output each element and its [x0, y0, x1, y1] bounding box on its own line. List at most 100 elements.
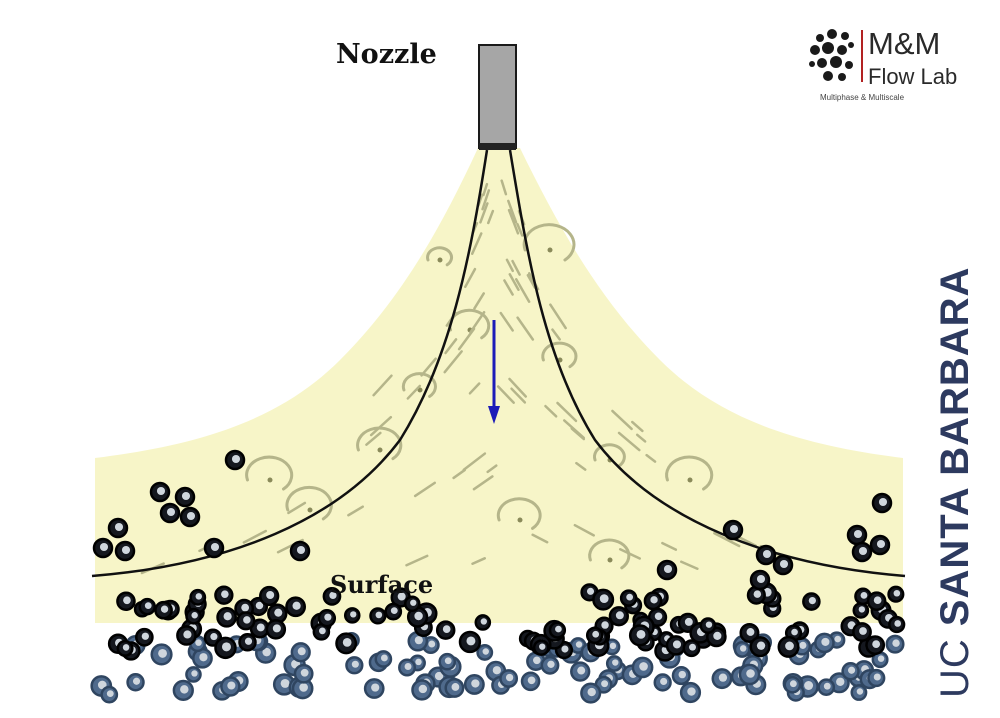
sediment-particle-highlight — [834, 635, 842, 643]
sediment-particle-highlight — [262, 647, 271, 657]
entrained-particle-highlight — [231, 454, 241, 464]
svg-text:UCSANTA BARBARA: UCSANTA BARBARA — [933, 267, 977, 698]
particle-cluster-icon — [809, 29, 854, 81]
entrained-particle-highlight — [186, 511, 196, 521]
sediment-particle-highlight — [404, 663, 412, 670]
sediment-particle-highlight — [713, 631, 722, 640]
entrained-particle-highlight — [729, 524, 739, 534]
sediment-particle-highlight — [718, 673, 728, 682]
flow-streak — [511, 259, 521, 276]
sediment-particle-highlight — [451, 683, 460, 691]
sediment-particle-highlight — [223, 612, 232, 621]
flow-streak — [464, 267, 477, 289]
sediment-particle-highlight — [804, 681, 814, 690]
logo-dot — [837, 45, 847, 55]
sediment-particle-highlight — [689, 643, 696, 651]
entrained-particle-highlight — [166, 507, 176, 517]
sediment-particle-highlight — [650, 596, 658, 604]
sediment-particle-highlight — [210, 633, 218, 641]
sediment-particle-highlight — [893, 589, 901, 597]
eddy-core — [307, 507, 313, 513]
university-prefix: UC — [933, 638, 977, 698]
eddy-swirl — [401, 372, 437, 398]
flow-streak — [452, 468, 466, 480]
eddy-swirl — [285, 485, 333, 521]
sediment-particle-highlight — [577, 666, 586, 675]
sediment-particle-highlight — [123, 596, 131, 605]
flow-streak — [369, 415, 393, 437]
sediment-particle-highlight — [609, 642, 617, 650]
flow-streak — [500, 179, 508, 196]
flow-streak — [406, 384, 422, 400]
logo-title: M&M — [868, 26, 940, 61]
sediment-particle-highlight — [821, 637, 830, 646]
sediment-particle-highlight — [274, 608, 283, 617]
logo-subtitle: Flow Lab — [868, 64, 957, 89]
sediment-particle-highlight — [547, 660, 555, 668]
sediment-particle-highlight — [324, 613, 332, 621]
sediment-particle-highlight — [615, 611, 624, 620]
sediment-particle-highlight — [297, 647, 306, 656]
entrained-particle-highlight — [858, 546, 868, 556]
flow-streak — [443, 350, 463, 374]
flow-streak — [468, 382, 481, 395]
sediment-particle-highlight — [350, 611, 357, 618]
sediment-particle-highlight — [756, 641, 766, 650]
logo-dot — [841, 32, 849, 40]
entrained-particle-highlight — [663, 564, 673, 574]
flow-streak — [479, 202, 489, 224]
eddy-core — [377, 447, 383, 453]
sediment-particle-highlight — [789, 680, 797, 688]
eddy-swirl — [665, 455, 714, 491]
sediment-particle-highlight — [601, 621, 609, 629]
particle-bed-upper — [107, 582, 906, 662]
nozzle-outlet — [479, 143, 516, 150]
flow-streak — [469, 310, 486, 334]
flow-streak — [508, 377, 528, 398]
flow-streak — [486, 464, 498, 474]
flow-streak — [531, 533, 549, 544]
flow-streak — [510, 387, 527, 404]
sediment-particle-highlight — [492, 666, 501, 675]
flow-streak — [487, 209, 495, 225]
sediment-particle-highlight — [221, 642, 231, 652]
entrained-particle-highlight — [756, 574, 766, 584]
eddy-swirl — [588, 538, 631, 570]
eddy-core — [687, 477, 693, 483]
logo-dot — [823, 71, 833, 81]
jet-plume — [95, 148, 903, 600]
eddy-core — [607, 557, 613, 563]
logo-dot — [816, 34, 824, 42]
sediment-particle-highlight — [122, 644, 130, 651]
sediment-particle-highlight — [221, 590, 229, 598]
sediment-particle-highlight — [746, 669, 755, 678]
flow-streak — [405, 554, 429, 567]
sediment-particle-highlight — [243, 616, 251, 624]
sediment-particle-highlight — [97, 680, 107, 690]
logo-dot — [817, 58, 827, 68]
flow-streak — [413, 481, 436, 498]
sediment-particle-highlight — [256, 623, 265, 632]
sediment-particle-highlight — [480, 618, 487, 625]
sediment-particle-highlight — [428, 640, 436, 648]
flow-streak — [496, 385, 515, 404]
sediment-particle-highlight — [785, 641, 794, 651]
sediment-particle-highlight — [753, 590, 762, 598]
sediment-particle-highlight — [299, 683, 308, 692]
sediment-particle-highlight — [575, 641, 583, 648]
eddy-core — [437, 257, 443, 263]
sediment-particle-highlight — [375, 611, 383, 619]
sediment-particle-highlight — [442, 625, 451, 633]
flow-streak — [470, 232, 483, 255]
flow-streak — [618, 548, 641, 560]
sediment-particle-highlight — [561, 645, 569, 653]
entrained-particle-highlight — [156, 486, 166, 496]
sediment-particle-highlight — [672, 640, 682, 649]
university-wordmark: UCSANTA BARBARA — [933, 267, 977, 698]
sediment-particle-highlight — [329, 591, 337, 600]
nozzle — [478, 44, 517, 149]
flow-streak — [516, 316, 535, 341]
flow-streak — [347, 505, 365, 517]
flow-streak — [473, 292, 485, 310]
